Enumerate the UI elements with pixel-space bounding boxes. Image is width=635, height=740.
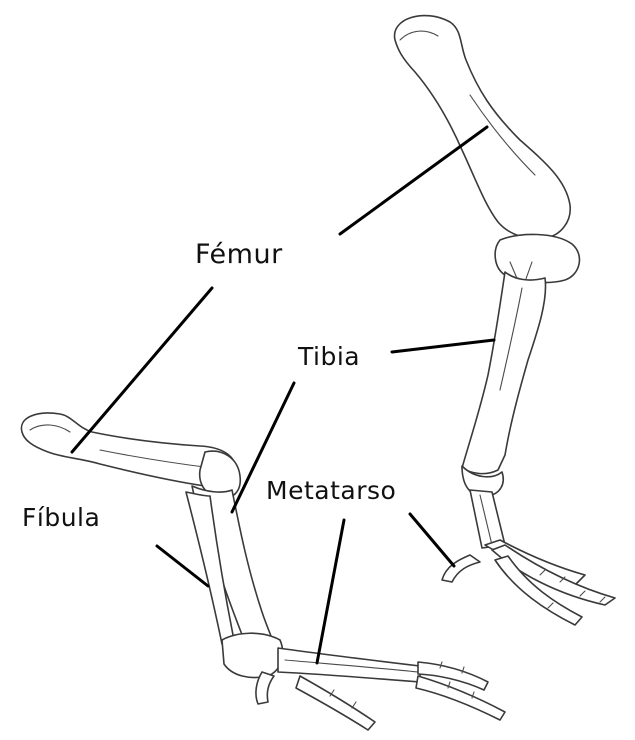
femur-leader-line-right bbox=[340, 127, 487, 234]
metatarso-leader-line-left bbox=[317, 520, 344, 663]
left-leg bbox=[21, 413, 505, 730]
femur-leader-line-left bbox=[72, 288, 212, 452]
femur-label: Fémur bbox=[195, 241, 283, 268]
metatarso-label: Metatarso bbox=[266, 478, 396, 503]
leader-lines bbox=[72, 127, 494, 663]
right-femur-bone bbox=[395, 16, 571, 239]
metatarso-leader-line-right bbox=[410, 514, 454, 566]
tibia-leader-line-right bbox=[392, 340, 494, 352]
fibula-label: Fíbula bbox=[22, 505, 100, 530]
tibia-label: Tibia bbox=[298, 344, 360, 369]
